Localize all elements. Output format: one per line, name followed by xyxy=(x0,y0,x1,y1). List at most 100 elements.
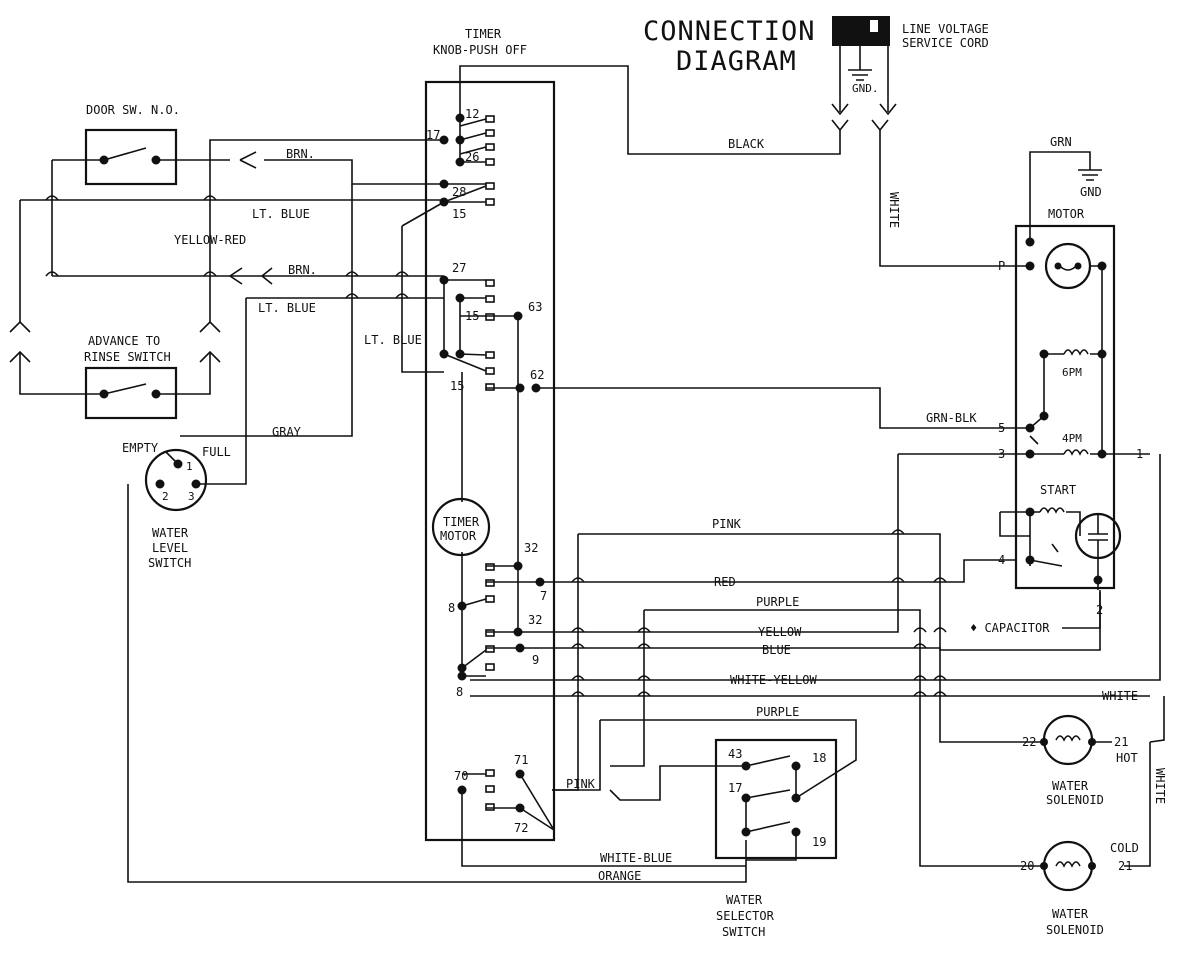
timer-motor-icon xyxy=(431,497,491,557)
cord-ground-icon xyxy=(848,69,872,81)
selector-label-line3: SWITCH xyxy=(722,925,765,939)
motor-terminal-1: 1 xyxy=(1136,447,1143,461)
water-level-switch: EMPTY FULL 1 2 3 WATER LEVEL SWITCH xyxy=(122,441,747,883)
wire-crossovers xyxy=(45,195,947,697)
door-switch: DOOR SW. N.O. xyxy=(52,103,196,186)
wire-label-grn-blk: GRN-BLK xyxy=(926,411,977,425)
motor-6pm-label: 6PM xyxy=(1062,366,1082,379)
hot-solenoid-coil-icon xyxy=(1055,735,1081,742)
motor-rotor-icon xyxy=(1044,242,1092,290)
selector-terminal-19: 19 xyxy=(812,835,826,849)
wire-label-brn-mid: BRN. xyxy=(288,263,317,277)
cold-solenoid-cold-label: COLD xyxy=(1110,841,1139,855)
timer-terminal-71: 71 xyxy=(514,753,528,767)
timer-terminal-12: 12 xyxy=(465,107,479,121)
advance-switch-label-line1: ADVANCE TO xyxy=(88,334,160,348)
timer-terminal-7: 7 xyxy=(540,589,547,603)
motor-4pm-label: 4PM xyxy=(1062,432,1082,445)
cord-label-line2: SERVICE CORD xyxy=(902,36,989,50)
timer-terminal-8a: 8 xyxy=(448,601,455,615)
timer-terminal-62: 62 xyxy=(530,368,544,382)
selector-terminal-43: 43 xyxy=(728,747,742,761)
wire-label-purple-mid: PURPLE xyxy=(756,595,799,609)
motor-ground-icon xyxy=(1029,151,1102,242)
cold-solenoid-label-line1: WATER xyxy=(1052,907,1089,921)
timer-terminal-28: 28 xyxy=(452,185,466,199)
wire-label-lt-blue-top: LT. BLUE xyxy=(252,207,310,221)
hot-solenoid-label-line1: WATER xyxy=(1052,779,1089,793)
timer-terminal-27: 27 xyxy=(452,261,466,275)
wire-label-lt-blue-inner: LT. BLUE xyxy=(364,333,422,347)
hot-solenoid-terminal-22: 22 xyxy=(1022,735,1036,749)
hot-water-solenoid: 22 21 HOT WATER SOLENOID xyxy=(1022,714,1138,807)
advance-switch-label-line2: RINSE SWITCH xyxy=(84,350,171,364)
water-selector-switch: 43 18 17 19 WATER SELECTOR SWITCH xyxy=(714,738,838,939)
timer-motor-label-line1: TIMER xyxy=(443,515,480,529)
wire-label-yellow-red: YELLOW-RED xyxy=(174,233,246,247)
timer-terminal-15c: 15 xyxy=(450,379,464,393)
timer-terminal-70: 70 xyxy=(454,769,468,783)
wire-label-yellow: YELLOW xyxy=(758,625,802,639)
wire-label-purple-low: PURPLE xyxy=(756,705,799,719)
wire-label-pink-top: PINK xyxy=(712,517,742,531)
water-level-terminal-3: 3 xyxy=(188,490,195,503)
cord-gnd-label: GND. xyxy=(852,82,879,95)
timer-terminal-15a: 15 xyxy=(452,207,466,221)
advance-to-rinse-switch: ADVANCE TO RINSE SWITCH xyxy=(84,334,178,420)
cold-solenoid-terminal-21: 21 xyxy=(1118,859,1132,873)
water-level-terminal-1: 1 xyxy=(186,460,193,473)
wire-label-gray: GRAY xyxy=(272,425,302,439)
wire-label-brn-top: BRN. xyxy=(286,147,315,161)
motor: MOTOR GRN GND P 6PM 4PM 5 3 1 START 4 2 … xyxy=(970,135,1150,635)
motor-start-label: START xyxy=(1040,483,1076,497)
diagram-title-line2: DIAGRAM xyxy=(676,46,797,77)
timer-block: TIMER KNOB-PUSH OFF BLACK xyxy=(424,27,841,867)
cold-solenoid-terminal-20: 20 xyxy=(1020,859,1034,873)
service-cord-plug: LINE VOLTAGE SERVICE CORD GND. xyxy=(831,16,989,132)
diagram-title-line1: CONNECTION xyxy=(643,16,816,47)
timer-terminal-17: 17 xyxy=(426,128,440,142)
timer-terminal-8b: 8 xyxy=(456,685,463,699)
selector-label-line2: SELECTOR xyxy=(716,909,775,923)
timer-terminal-63: 63 xyxy=(528,300,542,314)
wire-label-white-yellow: WHITE-YELLOW xyxy=(730,673,817,687)
cold-water-solenoid: 20 21 COLD WATER SOLENOID xyxy=(1020,840,1139,937)
motor-gnd-label: GND xyxy=(1080,185,1102,199)
timer-terminal-15b: 15 xyxy=(465,309,479,323)
water-level-label-line2: LEVEL xyxy=(152,541,188,555)
wire-label-orange: ORANGE xyxy=(598,869,641,883)
timer-motor-label-line2: MOTOR xyxy=(440,529,477,543)
water-level-terminal-2: 2 xyxy=(162,490,169,503)
wire-label-white-vertical: WHITE xyxy=(887,192,901,228)
wire-label-white-right-vertical: WHITE xyxy=(1153,768,1167,804)
timer-title-line2: KNOB-PUSH OFF xyxy=(433,43,527,57)
motor-label: MOTOR xyxy=(1048,207,1085,221)
water-level-label-line3: SWITCH xyxy=(148,556,191,570)
wire-label-black: BLACK xyxy=(728,137,765,151)
cold-solenoid-label-line2: SOLENOID xyxy=(1046,923,1104,937)
timer-title-line1: TIMER xyxy=(465,27,502,41)
hot-solenoid-label-line2: SOLENOID xyxy=(1046,793,1104,807)
wire-label-white-right: WHITE xyxy=(1102,689,1138,703)
hot-solenoid-terminal-21: 21 xyxy=(1114,735,1128,749)
timer-terminal-26: 26 xyxy=(465,150,479,164)
left-wiring: BRN. LT. BLUE YELLOW-RED BRN. LT. BLUE L… xyxy=(9,139,445,485)
cold-solenoid-coil-icon xyxy=(1055,861,1081,868)
wire-label-white-blue: WHITE-BLUE xyxy=(600,851,672,865)
timer-terminal-32b: 32 xyxy=(528,613,542,627)
water-level-full-label: FULL xyxy=(202,445,231,459)
timer-terminal-32a: 32 xyxy=(524,541,538,555)
timer-terminal-stubs xyxy=(485,115,495,811)
selector-terminal-18: 18 xyxy=(812,751,826,765)
connector-arrow-icon xyxy=(831,119,889,132)
water-level-label-line1: WATER xyxy=(152,526,189,540)
cord-arrow-icon xyxy=(831,103,897,116)
hot-solenoid-hot-label: HOT xyxy=(1116,751,1138,765)
selector-label-line1: WATER xyxy=(726,893,763,907)
motor-grn-label: GRN xyxy=(1050,135,1072,149)
door-switch-label: DOOR SW. N.O. xyxy=(86,103,180,117)
wire-label-lt-blue-left: LT. BLUE xyxy=(258,301,316,315)
wire-label-pink-low: PINK xyxy=(566,777,596,791)
